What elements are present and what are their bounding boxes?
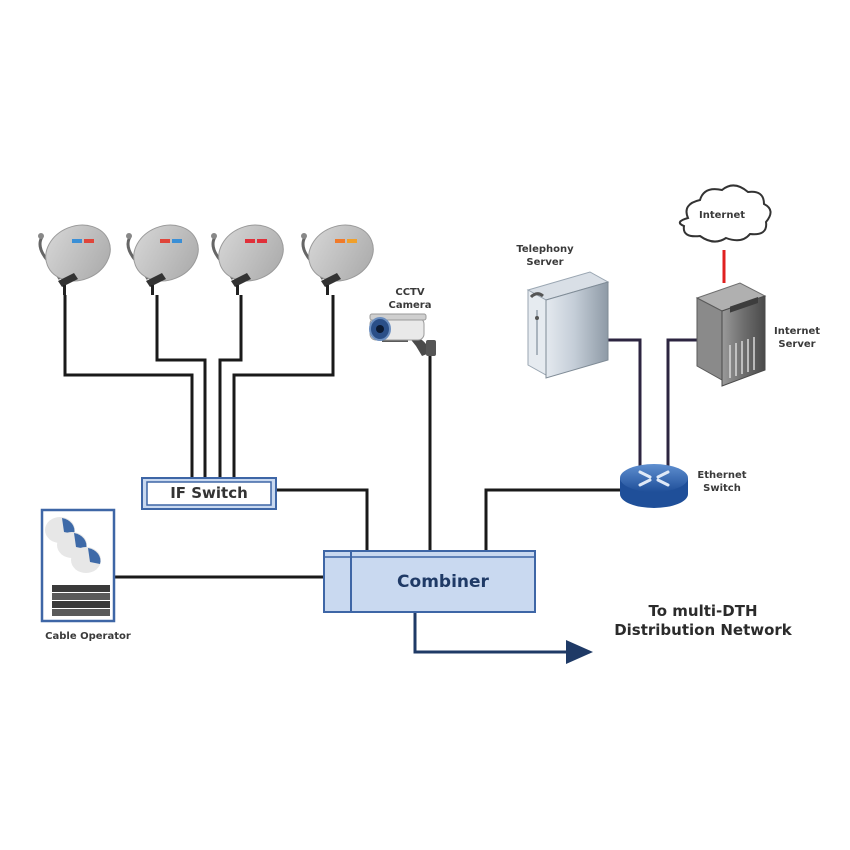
wire-dish-3-to-if-switch [218,295,243,478]
satellite-dish-icon [38,224,111,295]
wire-if-switch-to-combiner [276,488,369,552]
telephony-label-line1: Telephony [516,244,574,255]
wire-internet-server-to-ethernet-switch [666,338,697,475]
satellite-dish-icon [301,224,374,295]
telephony-label-line2: Server [526,256,564,268]
wire-dish-1-to-if-switch [63,295,194,478]
ethernet-switch-icon [620,464,688,508]
if-switch-box [141,477,277,510]
if-switch-label: IF Switch [170,484,248,502]
internet-cloud-label: Internet [698,210,745,221]
dish-logo-mark [172,239,182,243]
internet-server-label-line2: Server [778,338,816,350]
telephony-server-label: Telephony Server [505,244,585,269]
internet-cloud-icon [678,184,772,243]
ethernet-switch-label-line2: Switch [703,482,741,494]
dish-logo-mark [347,239,357,243]
distribution-label-line1: To multi-DTH [648,602,758,620]
dish-logo-mark [257,239,267,243]
combiner-label: Combiner [397,572,489,592]
internet-server-label: Internet Server [765,326,829,351]
wire-ethernet-switch-to-combiner [484,488,620,552]
cctv-label: CCTV Camera [380,287,440,312]
distribution-network-label: To multi-DTH Distribution Network [598,602,808,640]
ethernet-switch-label: Ethernet Switch [690,470,754,495]
dish-logo-mark [335,239,345,243]
internet-server-icon [695,282,767,387]
satellite-dish-icon [126,224,199,295]
dish-logo-mark [160,239,170,243]
satellite-dishes [38,224,374,295]
telephony-server-icon [526,271,610,379]
cctv-label-line2: Camera [388,299,432,311]
internet-server-label-line1: Internet [773,326,820,337]
wire-dish-2-to-if-switch [155,295,207,478]
cable-operator-icon [40,508,116,623]
dish-logo-mark [72,239,82,243]
satellite-dish-icon [211,224,284,295]
combiner-box [323,550,536,613]
dish-logo-mark [84,239,94,243]
ethernet-switch-label-line1: Ethernet [697,470,747,481]
distribution-label-line2: Distribution Network [614,620,792,639]
wire-telephony-to-ethernet-switch [608,338,642,475]
wire-combiner-to-distribution [413,612,593,664]
wires [63,250,726,664]
cctv-camera-icon [369,313,436,356]
dish-logo-mark [245,239,255,243]
cable-operator-label: Cable Operator [45,631,131,642]
wire-dish-4-to-if-switch [232,295,335,478]
cctv-label-line1: CCTV [395,287,425,298]
